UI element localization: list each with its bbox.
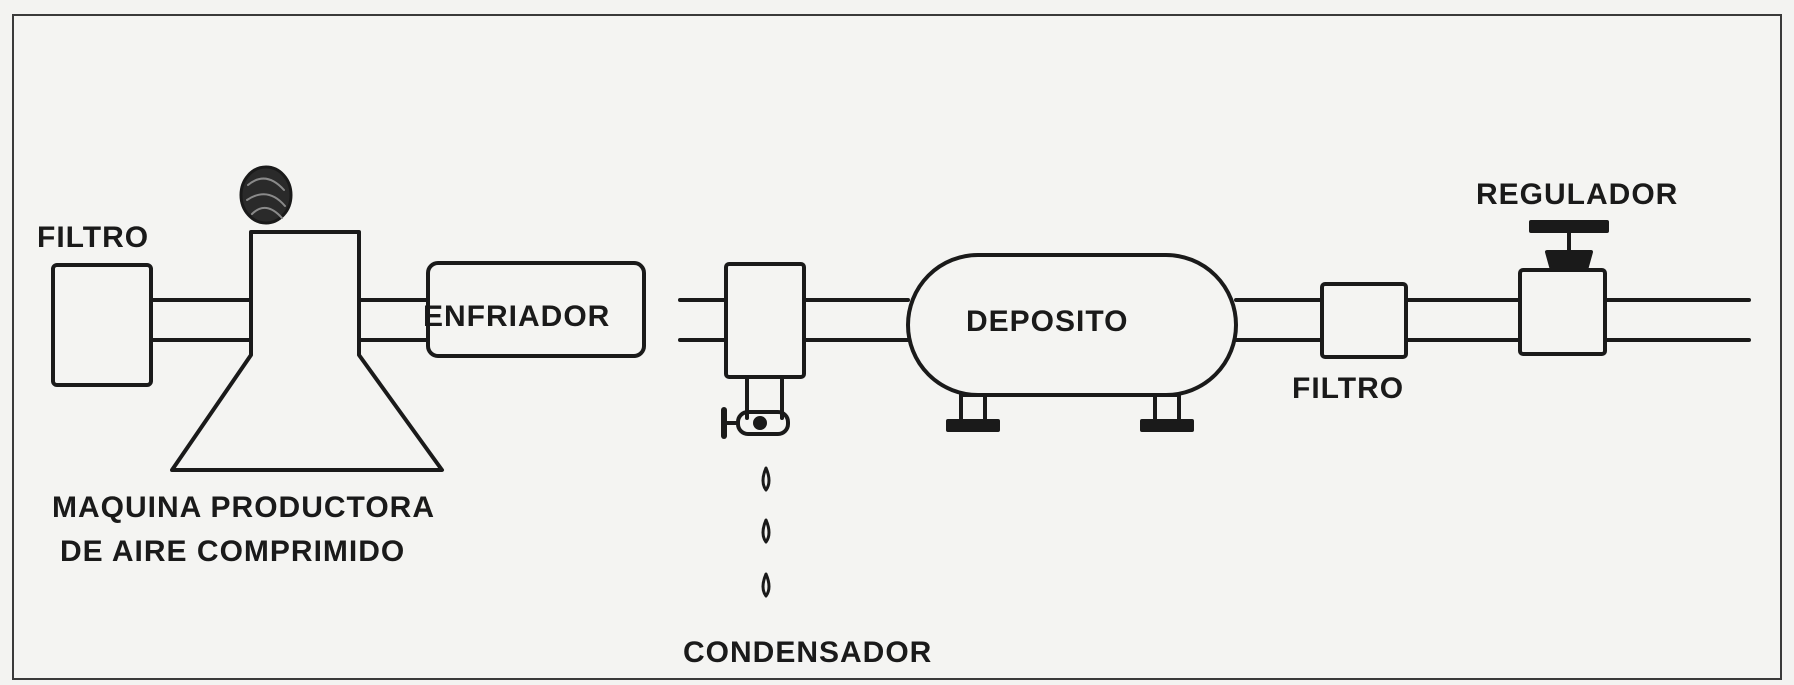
compressor-machine <box>170 230 444 472</box>
pipe-machine-to-cooler <box>357 298 395 342</box>
tank-feet <box>946 393 1194 432</box>
intake-filter-box <box>51 263 153 387</box>
pipe-filter-to-regulator <box>1404 298 1522 342</box>
label-output-filter: FILTRO <box>1292 372 1404 405</box>
pipe-through-cooler <box>391 298 430 342</box>
pipe-filter-to-machine <box>149 298 253 342</box>
label-machine-line1: MAQUINA PRODUCTORA <box>52 491 435 524</box>
cooler-box <box>426 261 646 358</box>
water-drops-icon <box>761 466 771 598</box>
drain-valve-icon <box>721 407 790 439</box>
diagram-frame <box>12 14 1782 680</box>
pipe-output <box>1603 298 1751 342</box>
condenser-box <box>724 262 806 379</box>
pipe-cooler-to-condenser <box>678 298 728 342</box>
pipe-condenser-to-tank <box>802 298 910 342</box>
motor-icon <box>239 165 293 225</box>
label-cooler: ENFRIADOR <box>423 300 610 333</box>
regulator-box <box>1518 268 1607 356</box>
storage-tank <box>906 253 1238 397</box>
label-intake-filter: FILTRO <box>37 221 149 254</box>
label-machine-line2: DE AIRE COMPRIMIDO <box>60 535 405 568</box>
label-tank: DEPOSITO <box>966 305 1128 338</box>
regulator-handwheel-icon <box>1529 220 1609 272</box>
label-condenser: CONDENSADOR <box>683 636 932 669</box>
output-filter-box <box>1320 282 1408 359</box>
pipe-tank-to-filter <box>1234 298 1324 342</box>
label-regulator: REGULADOR <box>1476 178 1678 211</box>
